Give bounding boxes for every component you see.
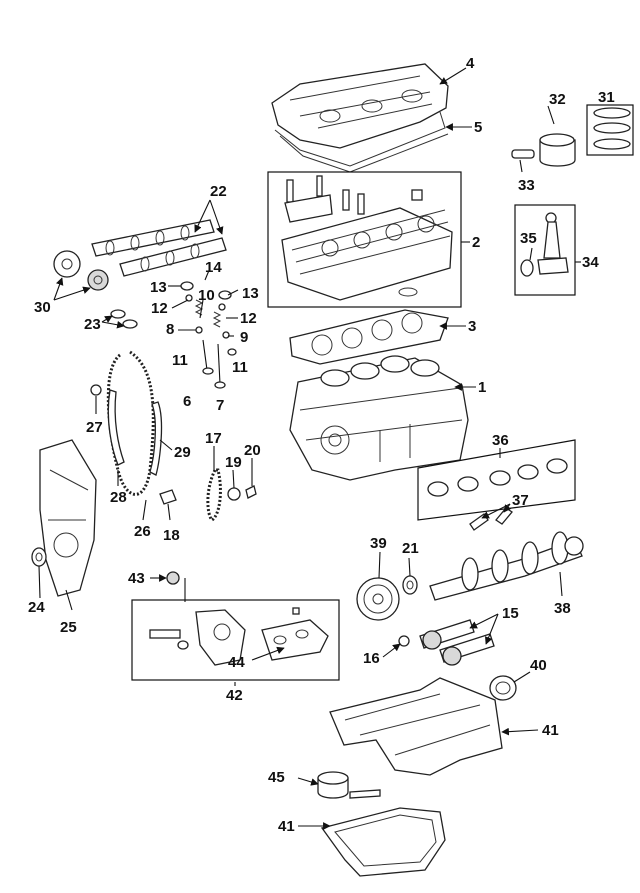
callout-35: 35: [520, 230, 537, 247]
callout-11-right: 11: [232, 359, 248, 376]
callout-27: 27: [86, 419, 103, 436]
connecting-rod: [520, 212, 569, 277]
callout-25: 25: [60, 619, 77, 636]
callout-37: 37: [512, 492, 529, 509]
callout-26: 26: [134, 523, 151, 540]
timing-components: [90, 309, 177, 505]
cylinder-head: [281, 175, 453, 301]
callout-9: 9: [240, 329, 248, 346]
callout-7: 7: [216, 397, 224, 414]
piston-and-rings: [511, 104, 634, 167]
valve-cover-gasket: [274, 111, 449, 173]
cam-sprockets: [53, 250, 109, 291]
oil-pump-box: [131, 599, 340, 681]
callout-12-left: 12: [151, 300, 168, 317]
oil-filter: [317, 771, 381, 799]
callout-4: 4: [466, 55, 475, 72]
oil-pump: [149, 571, 329, 666]
engine-block: [289, 355, 469, 481]
callout-44: 44: [228, 654, 245, 671]
callout-24: 24: [28, 599, 45, 616]
callout-22: 22: [210, 183, 227, 200]
callout-15: 15: [502, 605, 519, 622]
callout-39: 39: [370, 535, 387, 552]
callout-36: 36: [492, 432, 509, 449]
oil-pan-lower: [320, 807, 446, 877]
crank-pulley: [356, 575, 418, 621]
camshafts: [91, 219, 227, 277]
balance-chain: [206, 468, 257, 522]
callout-13-right: 13: [242, 285, 259, 302]
callout-17: 17: [205, 430, 222, 447]
cylinder-head-box: [267, 171, 462, 308]
callout-10: 10: [198, 287, 215, 304]
valve-cover: [271, 63, 449, 149]
callout-2: 2: [472, 234, 480, 251]
callout-16: 16: [363, 650, 380, 667]
crankshaft: [429, 531, 584, 601]
callout-3: 3: [468, 318, 476, 335]
callout-31: 31: [598, 89, 615, 106]
callout-40: 40: [530, 657, 547, 674]
callout-21: 21: [402, 540, 419, 557]
valvetrain-parts: [180, 281, 237, 389]
callout-labels: 1 2 3 4 5 6 7 8 9 10 11 11 12 12 13 13 1…: [28, 55, 615, 835]
callout-43: 43: [128, 570, 145, 587]
callout-8: 8: [166, 321, 174, 338]
rear-main-seal: [489, 675, 517, 701]
callout-6: 6: [183, 393, 191, 410]
callout-1: 1: [478, 379, 486, 396]
callout-5: 5: [474, 119, 482, 136]
oil-pan-upper: [329, 677, 503, 776]
balance-shaft-gears: [398, 619, 495, 666]
timing-cover: [31, 439, 97, 597]
conrod-box: [514, 204, 576, 296]
callout-42: 42: [226, 687, 243, 704]
callout-38: 38: [554, 600, 571, 617]
callout-18: 18: [163, 527, 180, 544]
callout-30: 30: [34, 299, 51, 316]
callout-41-lower: 41: [278, 818, 295, 835]
callout-34: 34: [582, 254, 599, 271]
callout-28: 28: [110, 489, 127, 506]
callout-20: 20: [244, 442, 261, 459]
callout-33: 33: [518, 177, 535, 194]
head-gasket: [289, 309, 449, 365]
callout-32: 32: [549, 91, 566, 108]
leader-lines: [38, 67, 581, 830]
callout-11-left: 11: [172, 352, 188, 369]
callout-41-upper: 41: [542, 722, 559, 739]
callout-14: 14: [205, 259, 222, 276]
callout-23: 23: [84, 316, 101, 333]
callout-13-left: 13: [150, 279, 167, 296]
callout-45: 45: [268, 769, 285, 786]
main-bearings: [417, 439, 576, 531]
callout-12-right: 12: [240, 310, 257, 327]
callout-19: 19: [225, 454, 242, 471]
callout-29: 29: [174, 444, 191, 461]
